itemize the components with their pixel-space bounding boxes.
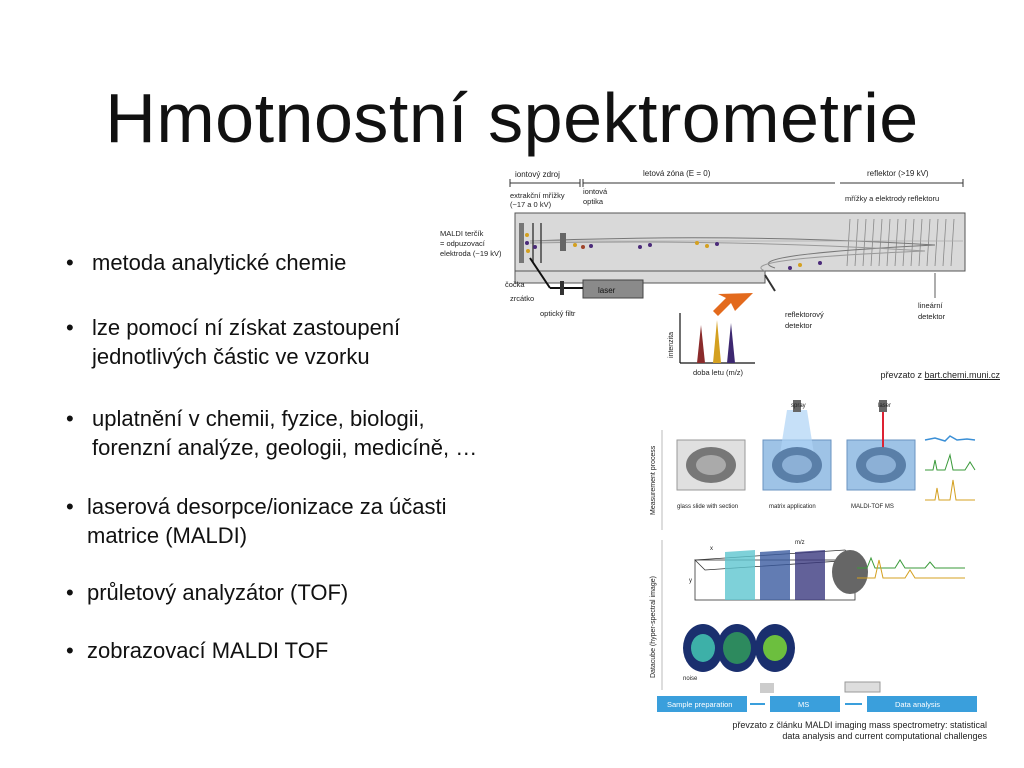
flight-time-label: doba letu (m/z) <box>693 368 744 377</box>
bullet-5-line-1: průletový analyzátor (TOF) <box>87 580 349 605</box>
bullet-dot: • <box>66 638 74 663</box>
sample-prep-label: Sample preparation <box>667 700 732 709</box>
ion-optics-label-2: optika <box>583 197 604 206</box>
imaging-credit: převzato z článku MALDI imaging mass spe… <box>700 720 987 742</box>
spray-label: spray <box>791 403 806 409</box>
maldi-target-label-2: = odpuzovací <box>440 239 486 248</box>
laser-small-label: laser <box>878 403 891 409</box>
reflector-label: reflektor (>19 kV) <box>867 169 929 178</box>
workflow-bar <box>657 681 977 712</box>
tof-credit: převzato z bart.chemi.muni.cz <box>820 370 1000 380</box>
flight-tube <box>514 212 966 284</box>
maldi-target-label: MALDI terčík <box>440 229 484 238</box>
linear-detector-label: lineární <box>918 301 944 310</box>
bullet-2-line-1: lze pomocí ní získat zastoupení <box>92 315 401 340</box>
arrow-icon <box>713 293 753 316</box>
matrix-application-label: matrix application <box>769 504 816 510</box>
bullet-dot: • <box>66 406 74 431</box>
laser-label: laser <box>598 286 616 295</box>
bullet-3-line-1: uplatnění v chemii, fyzice, biologii, <box>92 406 425 431</box>
ion-dots <box>525 233 822 270</box>
bullet-4-line-1: laserová desorpce/ionizace za účasti <box>87 494 447 519</box>
spectra-stack <box>924 435 976 501</box>
noise-label: noise <box>683 676 698 682</box>
linear-detector-label-2: detektor <box>918 312 946 321</box>
matrix-application-panel <box>762 400 832 491</box>
mz-label: m/z <box>795 540 805 546</box>
ms-label: MS <box>798 700 809 709</box>
reflector-detector-label-2: detektor <box>785 321 813 330</box>
ion-images <box>683 624 795 672</box>
datacube <box>694 549 965 601</box>
x-axis-label: x <box>710 546 713 552</box>
spectrum-plot <box>679 313 755 364</box>
y-axis-label: y <box>689 578 692 584</box>
ion-source-label: iontový zdroj <box>515 170 560 179</box>
tof-credit-prefix: převzato z <box>880 370 925 380</box>
grids-reflector-label: mřížky a elektrody reflektoru <box>845 194 939 203</box>
bullet-dot: • <box>66 250 74 275</box>
maldi-tof-label: MALDI-TOF MS <box>851 504 894 510</box>
zone-brackets <box>509 179 964 187</box>
bullet-4-line-2: matrice (MALDI) <box>87 523 248 548</box>
mirror-label: zrcátko <box>510 294 534 303</box>
tof-diagram: iontový zdroj letová zóna (E = 0) reflek… <box>440 169 966 377</box>
flight-zone-label: letová zóna (E = 0) <box>643 169 711 178</box>
imaging-ms-diagram: Measurement process Datacube (hyper-spec… <box>650 400 977 712</box>
measurement-process-label: Measurement process <box>650 445 657 515</box>
bullet-dot: • <box>66 315 74 340</box>
extraction-label: extrakční mřížky <box>510 191 565 200</box>
datacube-label: Datacube (hyper-spectral image) <box>650 576 657 678</box>
imaging-credit-line-2: data analysis and current computational … <box>782 731 987 741</box>
bullet-dot: • <box>66 494 74 519</box>
intensity-label: intenzita <box>668 332 675 358</box>
maldi-tof-panel <box>846 400 916 491</box>
bullet-2-line-2: jednotlivých částic ve vzorku <box>92 344 370 369</box>
laser-beam <box>529 257 551 289</box>
optical-filter-label: optický filtr <box>540 309 576 318</box>
maldi-target-label-3: elektroda (~19 kV) <box>440 249 502 258</box>
extraction-kv-label: (~17 a 0 kV) <box>510 200 552 209</box>
glass-slide-label: glass slide with section <box>677 504 738 510</box>
bullet-1-line-1: metoda analytické chemie <box>92 250 347 275</box>
lens-label: čočka <box>505 280 525 289</box>
data-analysis-label: Data analysis <box>895 700 940 709</box>
bullet-dot: • <box>66 580 74 605</box>
slide-title: Hmotnostní spektrometrie <box>105 79 919 157</box>
bullet-3-line-2: forenzní analýze, geologii, medicíně, … <box>92 435 478 460</box>
glass-slide-panel <box>676 439 746 491</box>
tof-credit-link[interactable]: bart.chemi.muni.cz <box>924 370 1000 380</box>
reflector-detector-label: reflektorový <box>785 310 824 319</box>
ion-optics-label: iontová <box>583 187 608 196</box>
imaging-credit-line-1: převzato z článku MALDI imaging mass spe… <box>732 720 987 730</box>
bullet-6-line-1: zobrazovací MALDI TOF <box>87 638 329 663</box>
